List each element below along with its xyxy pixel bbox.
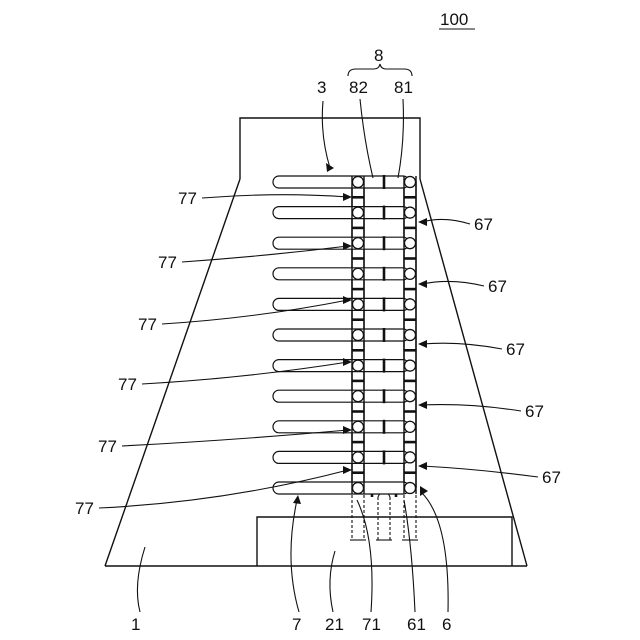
port-right bbox=[405, 207, 416, 218]
callout-label-left: 77 bbox=[138, 315, 157, 334]
port-right bbox=[405, 238, 416, 249]
arrow-fins bbox=[326, 163, 334, 172]
callout-arrow-right bbox=[418, 401, 427, 409]
port-right bbox=[405, 483, 416, 494]
leader-header-right bbox=[398, 99, 403, 178]
callout-label-right: 67 bbox=[525, 402, 544, 421]
callout-label-left: 77 bbox=[158, 253, 177, 272]
label-header-right: 81 bbox=[394, 78, 413, 97]
leader-header-left bbox=[360, 99, 373, 178]
port-left bbox=[353, 177, 364, 188]
port-left bbox=[353, 360, 364, 371]
callout-label-left: 77 bbox=[118, 375, 137, 394]
heat-pipe-tube bbox=[273, 268, 409, 280]
port-left bbox=[353, 268, 364, 279]
port-left bbox=[353, 299, 364, 310]
callout-arrow-right bbox=[418, 280, 427, 288]
port-left bbox=[353, 330, 364, 341]
callout-arrow-right bbox=[418, 340, 427, 348]
port-right bbox=[405, 421, 416, 432]
label-tube-left-inner: 71 bbox=[362, 615, 381, 634]
leader-tube-right bbox=[421, 492, 448, 612]
callout-leader-right bbox=[422, 281, 484, 286]
callout-leader-left bbox=[202, 195, 348, 198]
block-21 bbox=[257, 517, 512, 566]
port-right bbox=[405, 360, 416, 371]
callout-label-left: 77 bbox=[178, 189, 197, 208]
heat-pipe-tube bbox=[273, 482, 409, 494]
heat-pipe-tube bbox=[273, 298, 409, 310]
callout-label-right: 67 bbox=[506, 340, 525, 359]
port-right bbox=[405, 330, 416, 341]
callout-label-right: 67 bbox=[488, 277, 507, 296]
callout-leader-right bbox=[422, 343, 502, 349]
port-right bbox=[405, 299, 416, 310]
callout-label-right: 67 bbox=[474, 215, 493, 234]
callout-leader-right bbox=[422, 466, 538, 477]
callout-label-left: 77 bbox=[75, 499, 94, 518]
label-base: 1 bbox=[131, 615, 140, 634]
label-tube-right-inner: 61 bbox=[407, 615, 426, 634]
heat-pipe-array bbox=[273, 175, 416, 494]
right-callouts: 67 67 67 67 67 bbox=[418, 215, 561, 487]
heat-pipe-row bbox=[273, 328, 416, 350]
leader-base bbox=[137, 547, 145, 612]
manifold-brace bbox=[348, 64, 412, 76]
label-block: 21 bbox=[325, 615, 344, 634]
port-right bbox=[405, 391, 416, 402]
port-left bbox=[353, 483, 364, 494]
heat-pipe-row bbox=[273, 206, 416, 228]
heat-pipe-row bbox=[273, 389, 416, 411]
port-right bbox=[405, 177, 416, 188]
port-left bbox=[353, 421, 364, 432]
port-right bbox=[405, 268, 416, 279]
heat-pipe-tube bbox=[273, 207, 409, 219]
port-right bbox=[405, 452, 416, 463]
callout-label-right: 67 bbox=[542, 468, 561, 487]
callout-label-left: 77 bbox=[98, 437, 117, 456]
port-left bbox=[353, 452, 364, 463]
label-tube-right: 6 bbox=[442, 615, 451, 634]
heat-pipe-tube bbox=[273, 329, 409, 341]
heat-pipe-row bbox=[273, 482, 416, 494]
heat-pipe-tube bbox=[273, 176, 409, 188]
port-left bbox=[353, 391, 364, 402]
arrow-tube-left bbox=[293, 495, 301, 504]
callout-arrow-right bbox=[418, 462, 427, 470]
heat-pipe-row bbox=[273, 267, 416, 289]
callout-arrow-left bbox=[343, 466, 352, 474]
callout-leader-right bbox=[422, 405, 521, 411]
reference-number: 100 bbox=[440, 10, 468, 29]
leader-block bbox=[330, 551, 335, 612]
heat-pipe-tube bbox=[273, 390, 409, 402]
label-fins: 3 bbox=[317, 78, 326, 97]
leader-fins bbox=[322, 101, 330, 168]
callout-arrow-right bbox=[418, 218, 427, 226]
heat-pipe-tube bbox=[273, 451, 409, 463]
label-header-left: 82 bbox=[349, 78, 368, 97]
label-manifold: 8 bbox=[374, 46, 383, 65]
callout-leader-right bbox=[422, 219, 470, 224]
port-left bbox=[353, 207, 364, 218]
label-tube-left: 7 bbox=[292, 615, 301, 634]
callout-arrow-left bbox=[343, 193, 352, 201]
port-left bbox=[353, 238, 364, 249]
